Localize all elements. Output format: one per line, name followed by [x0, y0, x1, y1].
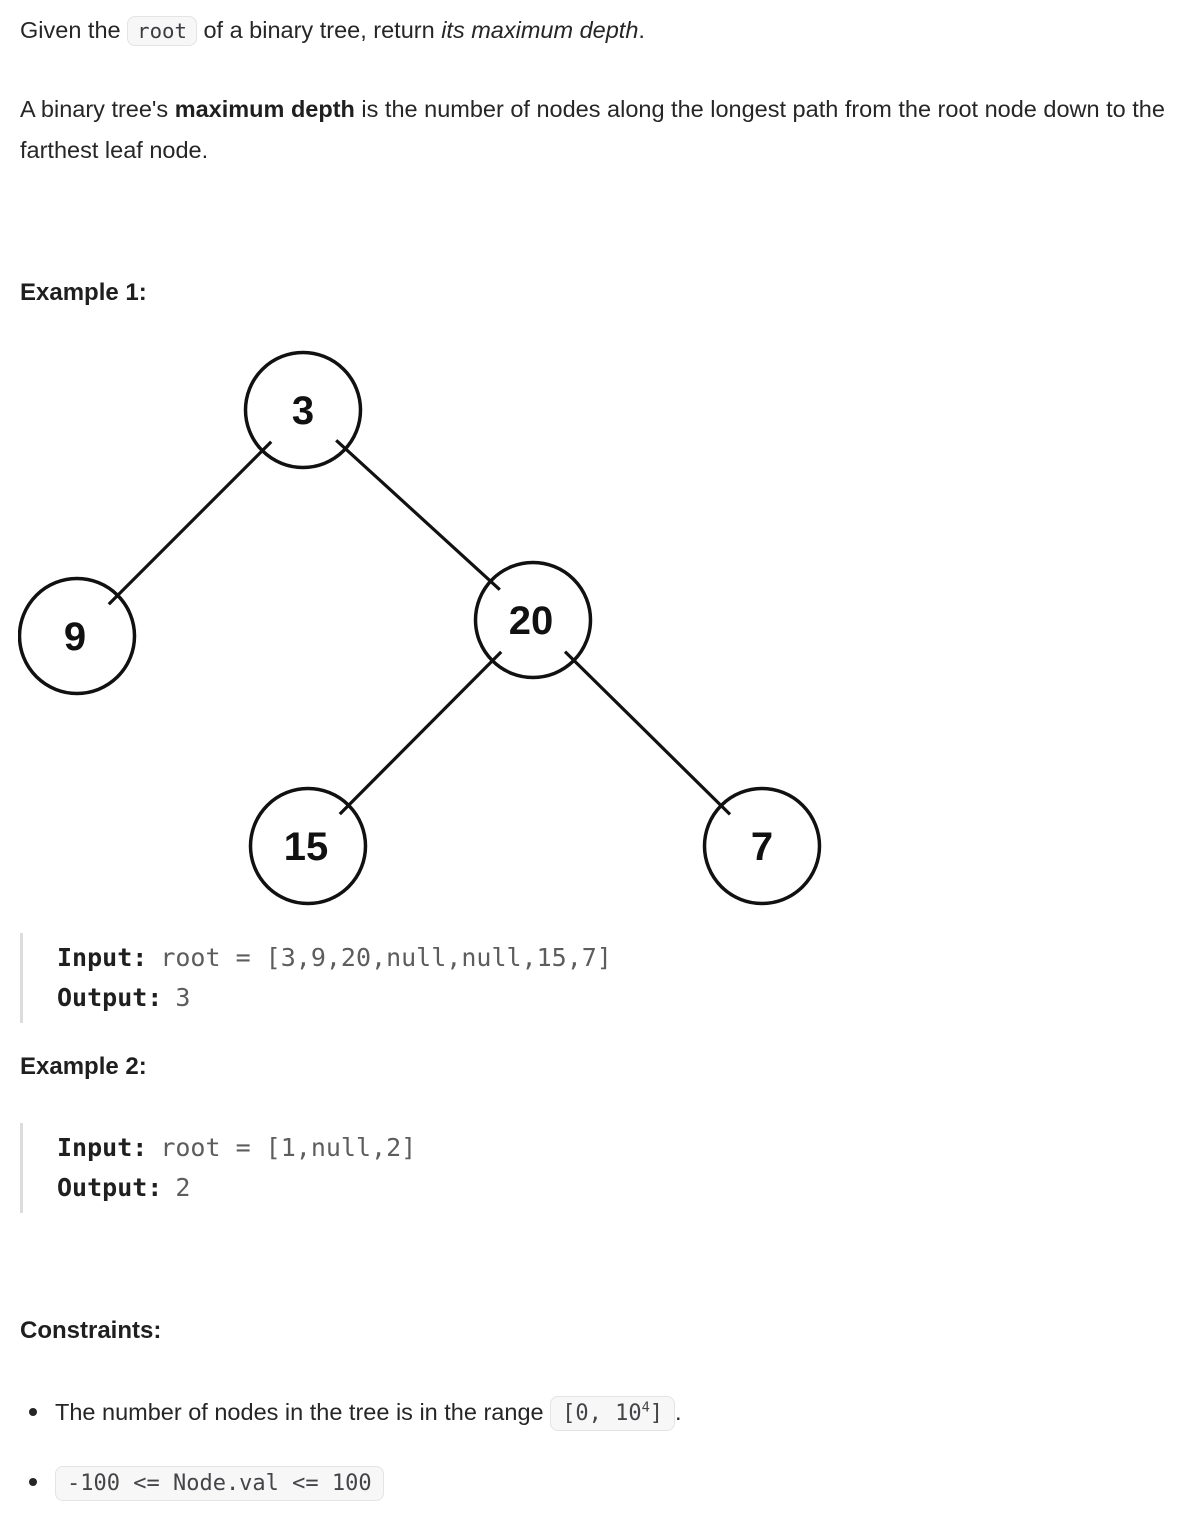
example-1-heading: Example 1:: [20, 279, 147, 306]
example-2-input-row: Input: root = [1,null,2]: [57, 1128, 1174, 1168]
input-value: root = [3,9,20,null,null,15,7]: [160, 943, 612, 972]
definition-bold-text: maximum depth: [174, 96, 355, 122]
tree-edge-3-9: [107, 440, 273, 606]
constraint-1-code-suffix: ]: [649, 1401, 664, 1426]
tree-node-circle-7: [702, 786, 822, 906]
output-label: Output:: [57, 1173, 163, 1202]
tree-edge-20-7: [563, 650, 732, 816]
tree-node-label-20: 20: [509, 599, 554, 643]
constraint-1-code-prefix: [0, 10: [562, 1401, 642, 1426]
intro-text-1: Given the: [20, 17, 128, 43]
tree-edge-20-15: [338, 650, 503, 816]
constraints-heading: Constraints:: [20, 1317, 162, 1344]
binary-tree-diagram: 3 9 20 15 7: [18, 348, 840, 918]
tree-edge-3-20: [335, 439, 501, 591]
constraint-item-node-count: The number of nodes in the tree is in th…: [20, 1391, 1174, 1435]
intro-text-2: of a binary tree, return: [196, 17, 442, 43]
tree-node-label-9: 9: [64, 615, 86, 659]
input-label: Input:: [57, 1133, 148, 1162]
constraint-1-code-superscript: 4: [641, 1399, 650, 1416]
definition-text-1: A binary tree's: [20, 96, 175, 122]
constraint-1-code-chip: [0, 104]: [550, 1396, 676, 1431]
tree-node-label-15: 15: [284, 825, 329, 869]
example-1-io-block: Input: root = [3,9,20,null,null,15,7] Out…: [20, 933, 1174, 1023]
constraints-list: The number of nodes in the tree is in th…: [20, 1391, 1174, 1505]
tree-svg: 3 9 20 15 7: [18, 350, 822, 906]
root-code-chip: root: [127, 16, 197, 46]
example-2-io-block: Input: root = [1,null,2] Output: 2: [20, 1123, 1174, 1213]
intro-italic-text: its maximum depth: [441, 17, 639, 43]
tree-node-circle-3: [243, 350, 363, 470]
input-label: Input:: [57, 943, 148, 972]
example-1-output-row: Output: 3: [57, 978, 1174, 1018]
example-1-input-row: Input: root = [3,9,20,null,null,15,7]: [57, 938, 1174, 978]
constraint-1-period: .: [675, 1399, 682, 1425]
output-value: 2: [175, 1173, 191, 1202]
tree-node-circle-20: [473, 560, 593, 680]
definition-text-2: is the number of nodes along the longest…: [20, 96, 1165, 163]
tree-node-circle-9: [18, 576, 137, 696]
tree-node-circle-15: [248, 786, 368, 906]
constraint-2-code-chip: -100 <= Node.val <= 100: [55, 1466, 384, 1501]
tree-node-label-7: 7: [751, 825, 773, 869]
output-value: 3: [175, 983, 191, 1012]
constraint-item-node-val-range: -100 <= Node.val <= 100: [20, 1461, 1174, 1505]
definition-paragraph: A binary tree's maximum depth is the num…: [20, 89, 1174, 171]
intro-paragraph: Given the root of a binary tree, return …: [20, 10, 1174, 51]
intro-text-3: .: [638, 17, 645, 43]
example-2-output-row: Output: 2: [57, 1168, 1174, 1208]
tree-node-label-3: 3: [292, 389, 314, 433]
example-2-heading: Example 2:: [20, 1053, 147, 1080]
output-label: Output:: [57, 983, 163, 1012]
input-value: root = [1,null,2]: [160, 1133, 417, 1162]
constraint-1-text: The number of nodes in the tree is in th…: [55, 1399, 551, 1425]
